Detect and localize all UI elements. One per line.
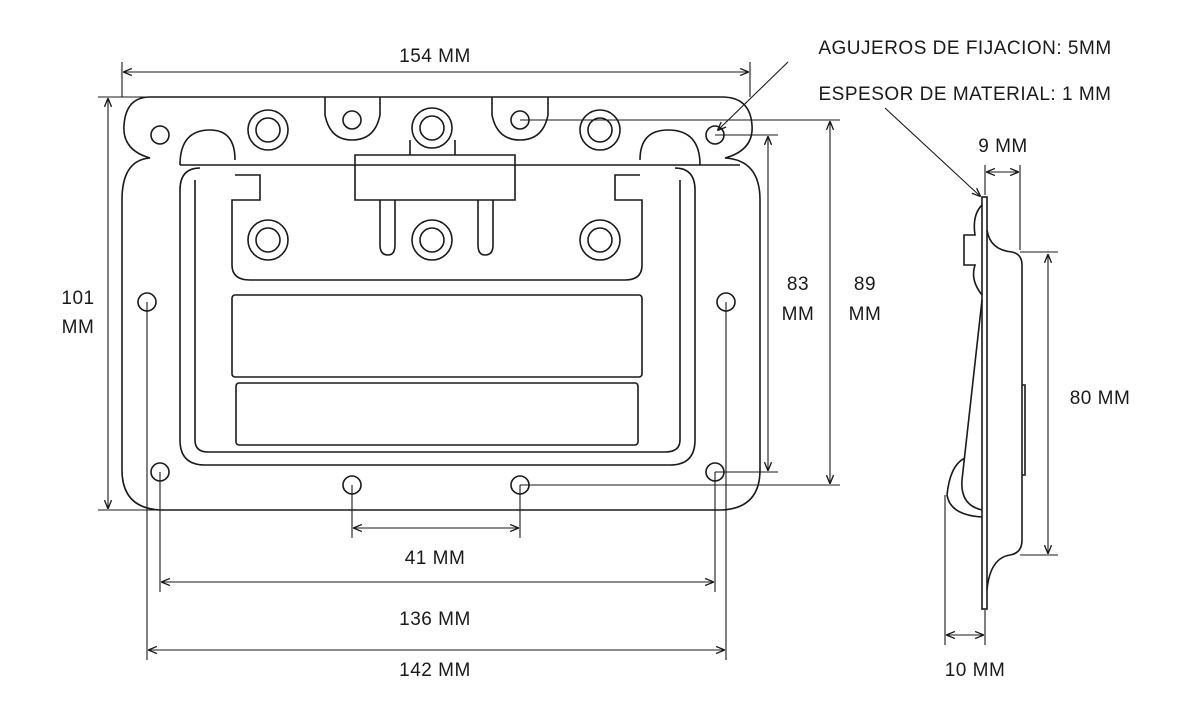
handle-grip-bottom [235,382,639,446]
corner-holes-label: 136 MM [399,609,471,630]
depth-top-label: 9 MM [978,136,1028,157]
plate-outline [121,96,761,511]
mounting-holes [137,110,736,495]
side-view [946,196,1026,610]
outer-vertical-label-1: 89 [854,274,876,295]
rivets [247,107,621,261]
side-height-label: 80 MM [1070,388,1131,409]
inner-vertical-label-2: MM [782,304,815,325]
side-holes-label: 142 MM [399,660,471,681]
depth-bottom-label: 10 MM [945,660,1006,681]
front-view [121,96,761,511]
center-holes-label: 41 MM [405,548,466,569]
side-plate [981,196,988,610]
height-total-label-2: MM [62,317,95,338]
dimension-lines [98,61,1058,660]
recess-outline [179,167,696,466]
side-handle [946,204,983,518]
height-total-label-1: 101 [61,288,94,309]
inner-vertical-label-1: 83 [787,274,809,295]
side-body [986,229,1026,591]
handle-bracket [231,154,643,281]
thickness-note: ESPESOR DE MATERIAL: 1 MM [819,84,1112,105]
top-notches [324,97,549,155]
outer-vertical-label-2: MM [849,304,882,325]
top-flange [179,129,740,166]
holes-note: AGUJEROS DE FIJACION: 5MM [818,38,1111,59]
width-total-label: 154 MM [399,46,471,67]
handle-grip-top [231,294,643,378]
